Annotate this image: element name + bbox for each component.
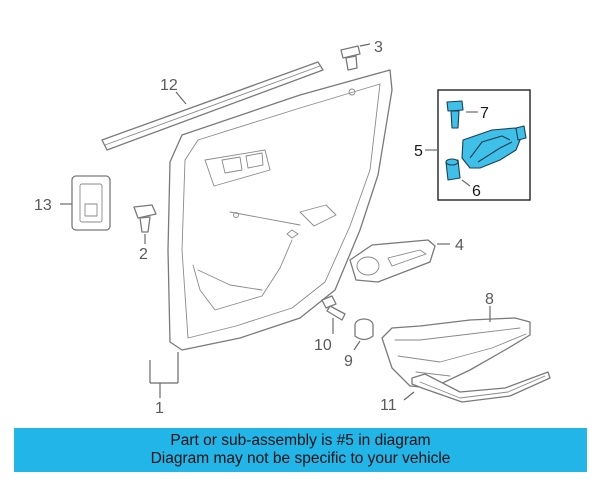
callout-11: 11 xyxy=(380,397,397,414)
part-2-push-pin xyxy=(133,204,157,233)
part-11-garnish-strip xyxy=(411,371,551,403)
part-5-pull-handle-bracket xyxy=(461,125,527,169)
callout-1: 1 xyxy=(155,400,164,417)
callout-5: 5 xyxy=(414,143,423,160)
callout-13: 13 xyxy=(34,197,52,214)
callout-10: 10 xyxy=(314,337,332,354)
callout-8: 8 xyxy=(485,291,494,308)
callout-7: 7 xyxy=(480,105,489,122)
leader-1 xyxy=(149,352,179,384)
callout-6: 6 xyxy=(472,183,481,200)
part-8-armrest xyxy=(381,317,531,389)
banner-line-1: Part or sub-assembly is #5 in diagram xyxy=(170,432,431,449)
part-9-grommet xyxy=(354,318,374,341)
part-12-belt-molding xyxy=(101,61,324,151)
leader-11 xyxy=(403,391,415,401)
part-7-screw xyxy=(446,100,464,129)
part-13-window-switch xyxy=(71,175,111,231)
leader-3 xyxy=(359,43,371,47)
exploded-parts-diagram: 1 2 3 4 5 6 7 8 9 10 11 12 13 xyxy=(34,39,551,417)
part-3-clip xyxy=(340,45,361,71)
leader-9 xyxy=(353,340,361,351)
leader-6 xyxy=(461,179,471,187)
part-10-bolt xyxy=(321,295,346,321)
callout-3: 3 xyxy=(374,39,383,56)
callout-4: 4 xyxy=(455,237,464,254)
leader-12 xyxy=(175,91,187,105)
part-6-clip xyxy=(445,158,461,181)
callout-12: 12 xyxy=(160,77,178,94)
notice-banner: Part or sub-assembly is #5 in diagram Di… xyxy=(14,428,587,472)
part-5-assembly-box xyxy=(437,89,531,201)
banner-line-2: Diagram may not be specific to your vehi… xyxy=(150,450,451,467)
callout-2: 2 xyxy=(139,246,148,263)
callout-9: 9 xyxy=(344,353,353,370)
part-1-door-trim-panel xyxy=(167,69,393,351)
part-4-handle-bezel xyxy=(349,239,436,283)
